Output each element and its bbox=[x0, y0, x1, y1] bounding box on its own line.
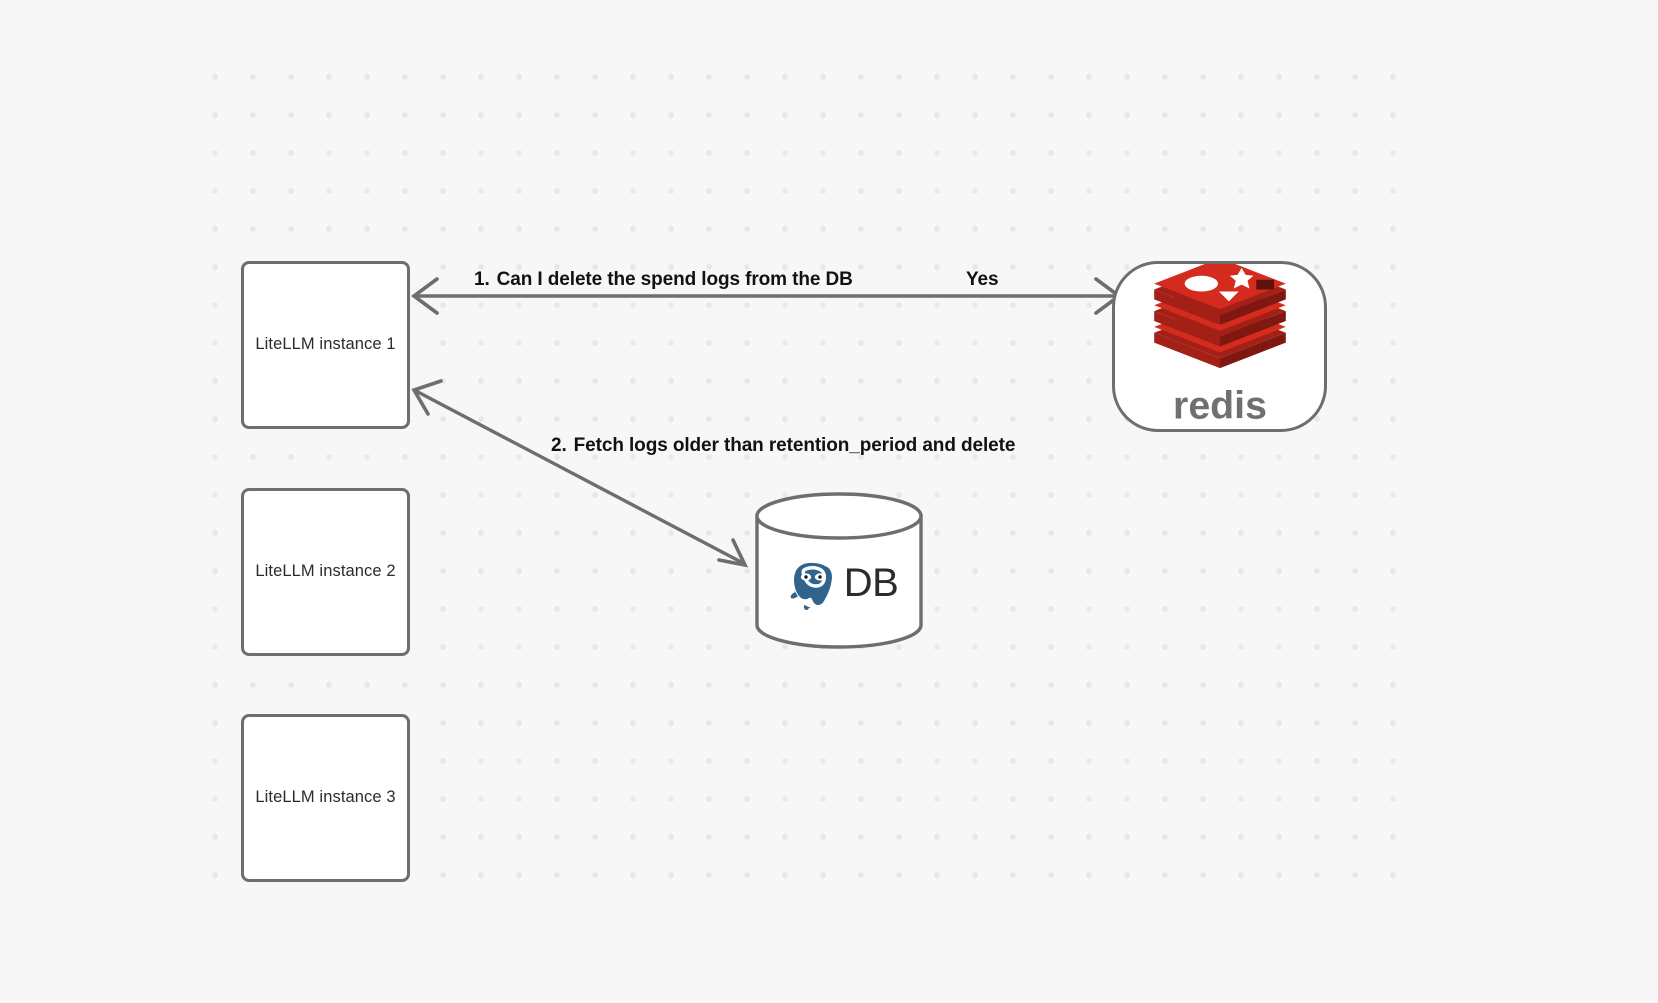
edge-label-yes: Yes bbox=[966, 269, 999, 290]
node-litellm-instance-2-label: LiteLLM instance 2 bbox=[255, 562, 396, 581]
node-redis[interactable]: redis bbox=[1112, 261, 1327, 432]
node-postgres-db[interactable]: DB bbox=[753, 492, 925, 649]
edge-label-step-2: 2. Fetch logs older than retention_period… bbox=[551, 435, 1015, 457]
node-litellm-instance-3-label: LiteLLM instance 3 bbox=[255, 788, 396, 807]
node-litellm-instance-2[interactable]: LiteLLM instance 2 bbox=[241, 488, 410, 656]
cylinder-shape bbox=[755, 492, 923, 649]
edge-label-step-2-text: Fetch logs older than retention_period a… bbox=[573, 435, 1016, 456]
db-label: DB bbox=[843, 561, 899, 605]
redis-wordmark-text: redis bbox=[1173, 384, 1267, 427]
edge-litellm1-to-db bbox=[411, 379, 749, 568]
node-litellm-instance-3[interactable]: LiteLLM instance 3 bbox=[241, 714, 410, 882]
node-litellm-instance-1[interactable]: LiteLLM instance 1 bbox=[241, 261, 410, 429]
node-litellm-instance-1-label: LiteLLM instance 1 bbox=[255, 335, 396, 354]
redis-logo-icon bbox=[1153, 264, 1286, 369]
edge-label-step-1: 1. Can I delete the spend logs from the D… bbox=[474, 269, 853, 291]
edge-label-step-1-text: Can I delete the spend logs from the DB bbox=[496, 269, 853, 290]
redis-wordmark: redis bbox=[1173, 384, 1267, 427]
postgresql-elephant-icon bbox=[785, 557, 837, 614]
edge-label-step-1-number: 1. bbox=[474, 269, 490, 290]
db-logo-and-label: DB bbox=[753, 492, 925, 649]
edge-label-step-2-number: 2. bbox=[551, 435, 567, 456]
